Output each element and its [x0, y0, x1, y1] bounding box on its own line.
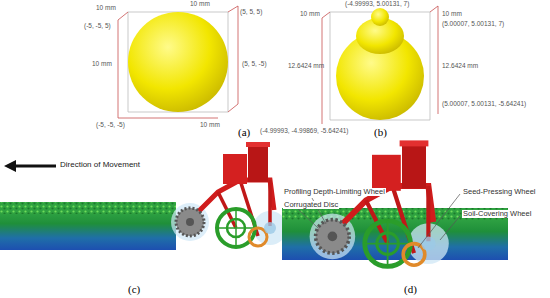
dimension: 10 mm	[92, 60, 112, 67]
panel-label: (b)	[374, 126, 387, 138]
coordinate: (5.00007, 5.00131, 7)	[442, 20, 504, 27]
particle-a	[118, 6, 238, 118]
dimension: 12.6424 mm	[442, 62, 478, 69]
part-name: Profiling Depth-Limiting Wheel	[283, 188, 386, 196]
coordinate: (5.00007, 5.00131, -5.64241)	[442, 100, 526, 107]
coordinate: (-5, -5, -5)	[96, 121, 125, 128]
simulation-d	[282, 140, 508, 266]
panel-label: (c)	[128, 283, 140, 295]
dimension: 10 mm	[96, 4, 116, 11]
coordinate: (5, 5, -5)	[242, 60, 267, 67]
part-name: Seed-Pressing Wheel	[462, 188, 537, 196]
panel-label: (d)	[404, 283, 417, 295]
dimension: 10 mm	[442, 10, 462, 17]
particle-b	[322, 6, 438, 124]
coordinate: (-5, -5, 5)	[84, 22, 111, 29]
coordinate: (-4.99993, 5.00131, 7)	[345, 0, 409, 7]
coordinate: (5, 5, 5)	[240, 8, 262, 15]
simulation-c	[0, 142, 287, 250]
dimension: 10 mm	[200, 121, 220, 128]
dimension: 10 mm	[190, 0, 210, 7]
dimension: 12.6424 mm	[288, 62, 324, 69]
panel-label: (a)	[238, 126, 250, 138]
coordinate: (-4.99993, -4.99869, -5.64241)	[260, 127, 349, 134]
part-name: Soil-Covering Wheel	[462, 210, 532, 218]
dimension: 10 mm	[300, 10, 320, 17]
direction-label: Direction of Movement	[60, 161, 140, 170]
part-name: Corrugated Disc	[283, 201, 339, 209]
